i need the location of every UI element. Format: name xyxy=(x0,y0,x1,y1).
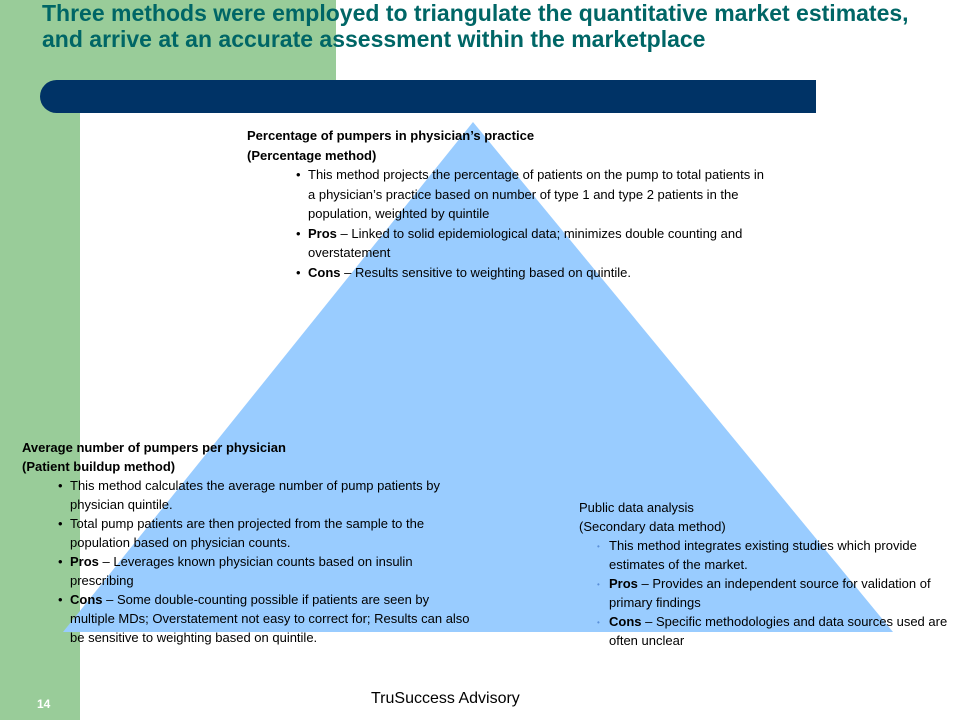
bullet-text: – Specific methodologies and data source… xyxy=(609,614,948,648)
bullet-item: • Pros – Linked to solid epidemiological … xyxy=(296,224,772,263)
secondary-data-method-block: Public data analysis (Secondary data met… xyxy=(579,498,949,650)
method-subheading: (Patient buildup method) xyxy=(22,459,176,474)
pyramid-triangle xyxy=(63,122,893,632)
bullet-marker: • xyxy=(597,618,600,627)
slide-title: Three methods were employed to triangula… xyxy=(42,0,909,52)
bullet-marker: • xyxy=(296,264,301,280)
bullet-item: • This method integrates existing studies… xyxy=(597,536,949,574)
bullet-marker: • xyxy=(597,542,600,551)
bullet-text: This method integrates existing studies … xyxy=(609,538,917,572)
pros-label: Pros xyxy=(308,225,337,241)
title-bar xyxy=(40,80,816,113)
bullet-marker: • xyxy=(58,478,63,493)
cons-label: Cons xyxy=(609,614,642,629)
bullet-marker: • xyxy=(296,167,301,182)
bullet-marker: • xyxy=(597,580,600,589)
bullet-text: – Some double-counting possible if patie… xyxy=(70,592,470,645)
left-green-band xyxy=(0,0,80,720)
method-bullets: • This method integrates existing studies… xyxy=(579,536,949,650)
footer-company-name: TruSuccess Advisory xyxy=(371,690,520,707)
patient-buildup-method-block: Average number of pumpers per physician … xyxy=(22,438,472,647)
bullet-text: – Linked to solid epidemiological data; … xyxy=(308,225,743,261)
bullet-text: – Provides an independent source for val… xyxy=(609,576,931,610)
bullet-item: • Cons – Some double-counting possible if… xyxy=(58,590,472,647)
bullet-item: • Pros – Leverages known physician counts… xyxy=(58,552,472,590)
bullet-text: – Leverages known physician counts based… xyxy=(70,554,413,588)
bullet-text: This method projects the percentage of p… xyxy=(308,167,765,221)
cons-label: Cons xyxy=(308,264,341,280)
method-subheading: (Percentage method) xyxy=(247,147,377,163)
pros-label: Pros xyxy=(609,576,638,591)
bullet-item: • Cons – Results sensitive to weighting b… xyxy=(296,263,772,283)
bullet-text: – Results sensitive to weighting based o… xyxy=(340,264,632,280)
bullet-item: • Cons – Specific methodologies and data … xyxy=(597,612,949,650)
method-heading: Public data analysis xyxy=(579,500,694,515)
bullet-marker: • xyxy=(58,554,63,569)
top-green-band xyxy=(0,0,336,88)
percentage-method-block: Percentage of pumpers in physician’s pra… xyxy=(247,126,772,282)
bullet-item: • Pros – Provides an independent source f… xyxy=(597,574,949,612)
bullet-item: • Total pump patients are then projected … xyxy=(58,514,472,552)
bullet-marker: • xyxy=(296,225,301,241)
method-heading: Percentage of pumpers in physician’s pra… xyxy=(247,128,535,143)
method-bullets: • This method projects the percentage of … xyxy=(247,165,772,282)
pros-label: Pros xyxy=(70,554,99,569)
bullet-text: Total pump patients are then projected f… xyxy=(70,516,425,550)
bullet-marker: • xyxy=(58,516,63,531)
bullet-text: This method calculates the average numbe… xyxy=(70,478,440,512)
cons-label: Cons xyxy=(70,592,103,607)
bullet-item: • This method projects the percentage of … xyxy=(296,165,772,224)
bullet-marker: • xyxy=(58,592,63,607)
bullet-item: • This method calculates the average numb… xyxy=(58,476,472,514)
method-bullets: • This method calculates the average numb… xyxy=(22,476,472,647)
method-subheading: (Secondary data method) xyxy=(579,519,726,534)
method-heading: Average number of pumpers per physician xyxy=(22,440,286,455)
page-number: 14 xyxy=(37,697,51,711)
